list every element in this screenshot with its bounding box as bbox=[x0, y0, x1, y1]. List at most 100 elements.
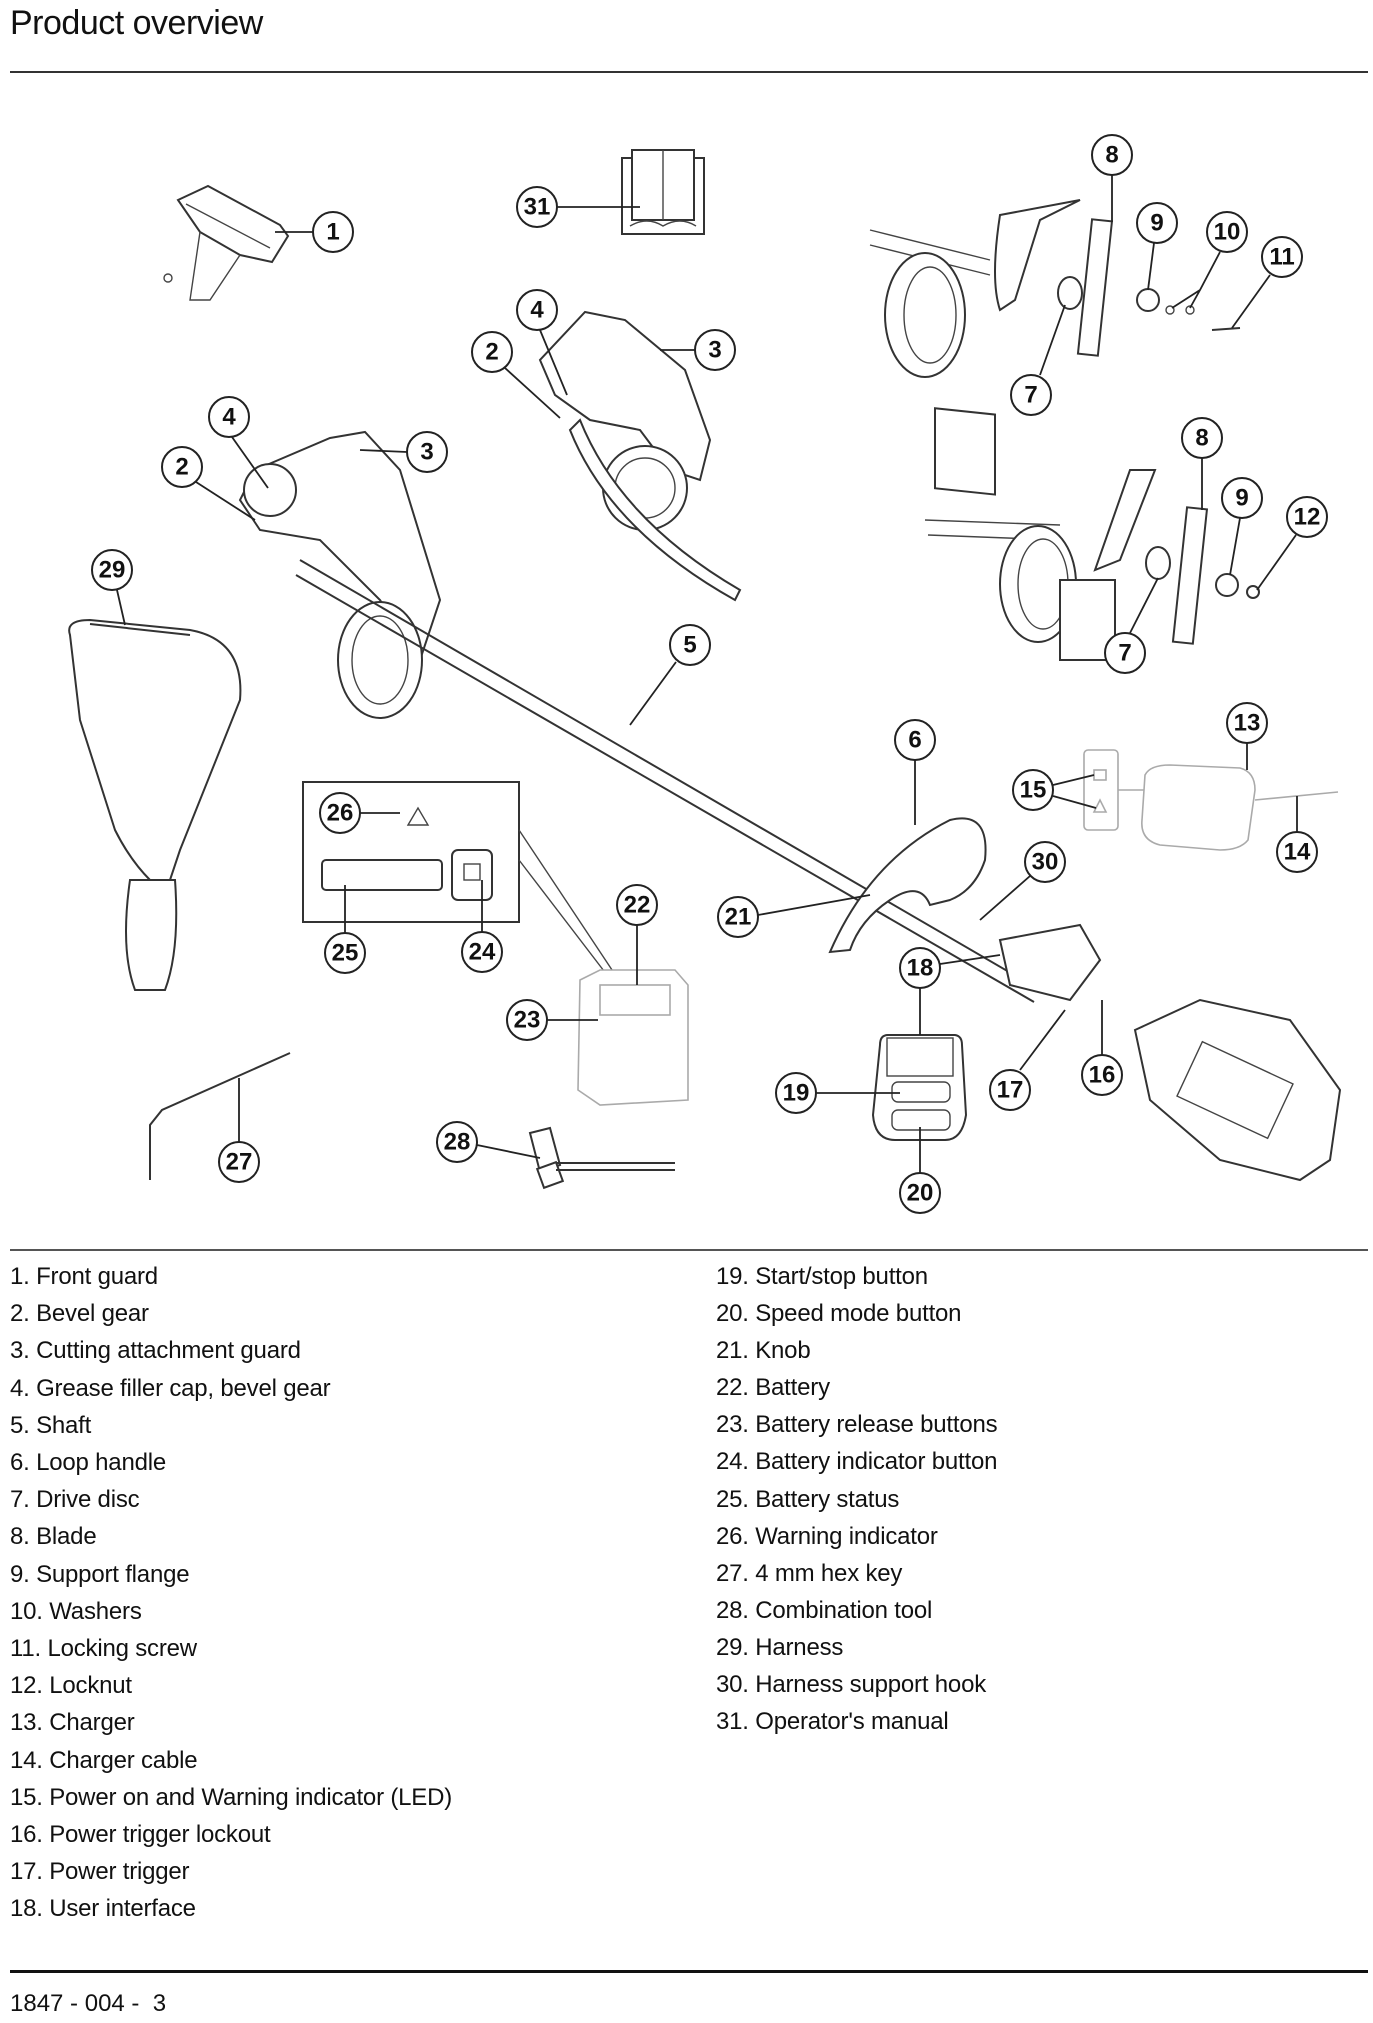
callout-number: 23 bbox=[514, 1007, 541, 1034]
callout-number: 5 bbox=[683, 632, 696, 659]
callout: 3 bbox=[406, 431, 448, 473]
callout-number: 7 bbox=[1118, 640, 1131, 667]
callout: 10 bbox=[1206, 211, 1248, 253]
operators-manual-part bbox=[621, 149, 705, 235]
loop-handle-part bbox=[828, 817, 987, 954]
callout-number: 10 bbox=[1214, 219, 1241, 246]
callout: 28 bbox=[436, 1121, 478, 1163]
callout: 2 bbox=[471, 331, 513, 373]
legend-item: 29. Harness bbox=[716, 1633, 844, 1661]
parts-legend-right: 19. Start/stop button 20. Speed mode but… bbox=[716, 1258, 998, 1740]
callout: 4 bbox=[516, 289, 558, 331]
callout: 16 bbox=[1081, 1054, 1123, 1096]
callout: 17 bbox=[989, 1069, 1031, 1111]
callout-number: 12 bbox=[1294, 504, 1321, 531]
legend-item: 6. Loop handle bbox=[10, 1449, 167, 1477]
header-divider bbox=[10, 71, 1368, 73]
callout-number: 27 bbox=[226, 1149, 253, 1176]
front-guard-part bbox=[163, 184, 290, 301]
callout: 31 bbox=[516, 186, 558, 228]
callout: 4 bbox=[208, 396, 250, 438]
parts-legend-left: 1. Front guard 2. Bevel gear 3. Cutting … bbox=[10, 1258, 452, 1928]
legend-item: 18. User interface bbox=[10, 1895, 196, 1923]
callout: 24 bbox=[461, 931, 503, 973]
callout-number: 19 bbox=[783, 1080, 810, 1107]
callout: 12 bbox=[1286, 496, 1328, 538]
callout-number: 31 bbox=[524, 194, 551, 221]
callouts: 1 31 4 2 3 4 2 3 29 5 8 9 10 11 7 8 9 12… bbox=[91, 134, 1328, 1214]
callout-number: 8 bbox=[1195, 425, 1208, 452]
legend-item: 28. Combination tool bbox=[716, 1596, 933, 1624]
callout: 22 bbox=[616, 884, 658, 926]
legend-item: 5. Shaft bbox=[10, 1411, 92, 1439]
callout: 2 bbox=[161, 446, 203, 488]
callout: 8 bbox=[1181, 417, 1223, 459]
callout-number: 15 bbox=[1020, 777, 1047, 804]
callout-number: 29 bbox=[99, 557, 126, 584]
leader-lines bbox=[116, 175, 1298, 1173]
callout: 3 bbox=[694, 329, 736, 371]
legend-item: 11. Locking screw bbox=[10, 1635, 197, 1663]
callout: 11 bbox=[1261, 236, 1303, 278]
legend-item: 20. Speed mode button bbox=[716, 1300, 962, 1328]
callout: 1 bbox=[312, 211, 354, 253]
callout-number: 11 bbox=[1269, 244, 1294, 271]
callout-number: 13 bbox=[1234, 710, 1261, 737]
legend-item: 27. 4 mm hex key bbox=[716, 1559, 903, 1587]
callout: 21 bbox=[717, 896, 759, 938]
callout: 29 bbox=[91, 549, 133, 591]
callout-number: 1 bbox=[326, 219, 339, 246]
combination-tool-part bbox=[528, 1126, 675, 1190]
legend-item: 2. Bevel gear bbox=[10, 1300, 149, 1328]
callout-number: 26 bbox=[327, 800, 354, 827]
legend-item: 7. Drive disc bbox=[10, 1486, 140, 1514]
legend-item: 16. Power trigger lockout bbox=[10, 1821, 271, 1849]
edger-head-lower bbox=[924, 469, 1260, 661]
callout: 13 bbox=[1226, 702, 1268, 744]
callout-number: 20 bbox=[907, 1180, 934, 1207]
footer-divider bbox=[10, 1970, 1368, 1973]
legend-item: 21. Knob bbox=[716, 1337, 811, 1365]
legend-item: 10. Washers bbox=[10, 1597, 142, 1625]
legend-item: 23. Battery release buttons bbox=[716, 1411, 998, 1439]
callout-number: 4 bbox=[222, 404, 236, 431]
product-illustration: 1 31 4 2 3 4 2 3 29 5 8 9 10 11 7 8 9 12… bbox=[68, 134, 1342, 1214]
callout: 9 bbox=[1221, 477, 1263, 519]
callout-number: 22 bbox=[624, 892, 651, 919]
page-footer: 1847 - 004 - 3 bbox=[10, 1990, 167, 2017]
callout: 23 bbox=[506, 999, 548, 1041]
legend-item: 30. Harness support hook bbox=[716, 1671, 987, 1699]
callout: 7 bbox=[1010, 374, 1052, 416]
callout-number: 2 bbox=[175, 454, 188, 481]
legend-item: 15. Power on and Warning indicator (LED) bbox=[10, 1783, 453, 1811]
callout-number: 2 bbox=[485, 339, 498, 366]
callout-number: 17 bbox=[997, 1077, 1024, 1104]
callout: 20 bbox=[899, 1172, 941, 1214]
callout: 19 bbox=[775, 1072, 817, 1114]
callout-number: 28 bbox=[444, 1129, 471, 1156]
legend-item: 13. Charger bbox=[10, 1709, 135, 1737]
legend-item: 8. Blade bbox=[10, 1523, 97, 1551]
motor-housing-part bbox=[998, 923, 1342, 1182]
callout: 8 bbox=[1091, 134, 1133, 176]
harness-part bbox=[68, 618, 242, 991]
callout-number: 3 bbox=[708, 337, 721, 364]
legend-item: 26. Warning indicator bbox=[716, 1522, 938, 1550]
charger-part bbox=[1083, 749, 1339, 851]
legend-item: 19. Start/stop button bbox=[716, 1263, 928, 1290]
user-interface-panel bbox=[871, 1034, 968, 1141]
callout-number: 8 bbox=[1105, 142, 1118, 169]
legend-item: 17. Power trigger bbox=[10, 1858, 190, 1886]
callout: 9 bbox=[1136, 202, 1178, 244]
callout-number: 16 bbox=[1089, 1062, 1116, 1089]
callout-number: 21 bbox=[725, 904, 752, 931]
trimmer-head-lower bbox=[238, 430, 442, 719]
legend-item: 31. Operator's manual bbox=[716, 1708, 949, 1736]
callout: 14 bbox=[1276, 831, 1318, 873]
legend-item: 3. Cutting attachment guard bbox=[10, 1337, 301, 1365]
legend-item: 22. Battery bbox=[716, 1374, 830, 1402]
callout: 6 bbox=[894, 719, 936, 761]
trimmer-head-upper bbox=[538, 310, 742, 602]
hex-key-part bbox=[149, 1052, 291, 1180]
callout-number: 18 bbox=[907, 955, 934, 982]
